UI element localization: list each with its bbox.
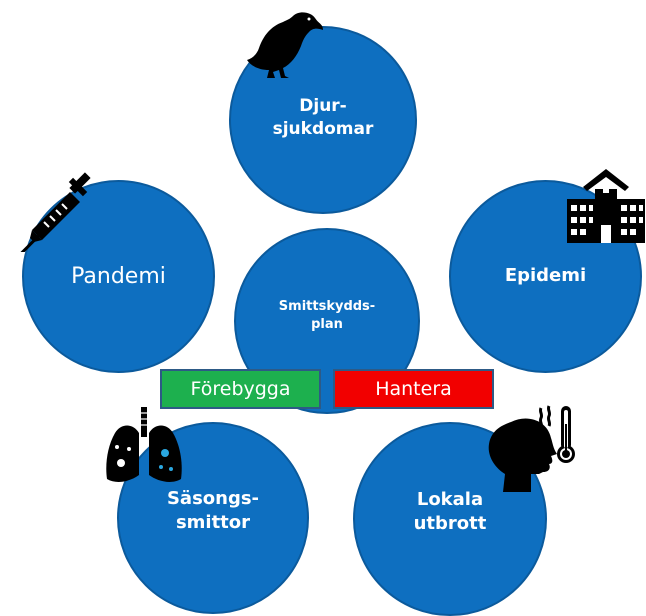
node-pandemi-label: Pandemi: [71, 263, 166, 289]
hospital-icon: [567, 169, 645, 243]
node-epidemi-label: Epidemi: [504, 265, 587, 287]
vulture-icon: [247, 12, 323, 79]
syringe-icon: [16, 172, 91, 252]
node-djursjukdomar-label: Djur- sjukdomar: [272, 96, 374, 139]
hantera-label: Hantera: [375, 378, 452, 400]
center-node-label: Smittskydds- plan: [278, 299, 376, 332]
forebygga-label: Förebygga: [190, 378, 291, 400]
forebygga-button[interactable]: Förebygga: [160, 369, 321, 409]
node-lokala-utbrott-label: Lokala utbrott: [413, 488, 487, 534]
node-epidemi: Epidemi: [449, 180, 642, 373]
fever-head-icon: [488, 405, 575, 492]
lungs-icon: [106, 407, 182, 482]
node-sasongssmittor-label: Säsongs- smittor: [166, 487, 260, 533]
hantera-button[interactable]: Hantera: [333, 369, 494, 409]
node-pandemi: Pandemi: [22, 180, 215, 373]
